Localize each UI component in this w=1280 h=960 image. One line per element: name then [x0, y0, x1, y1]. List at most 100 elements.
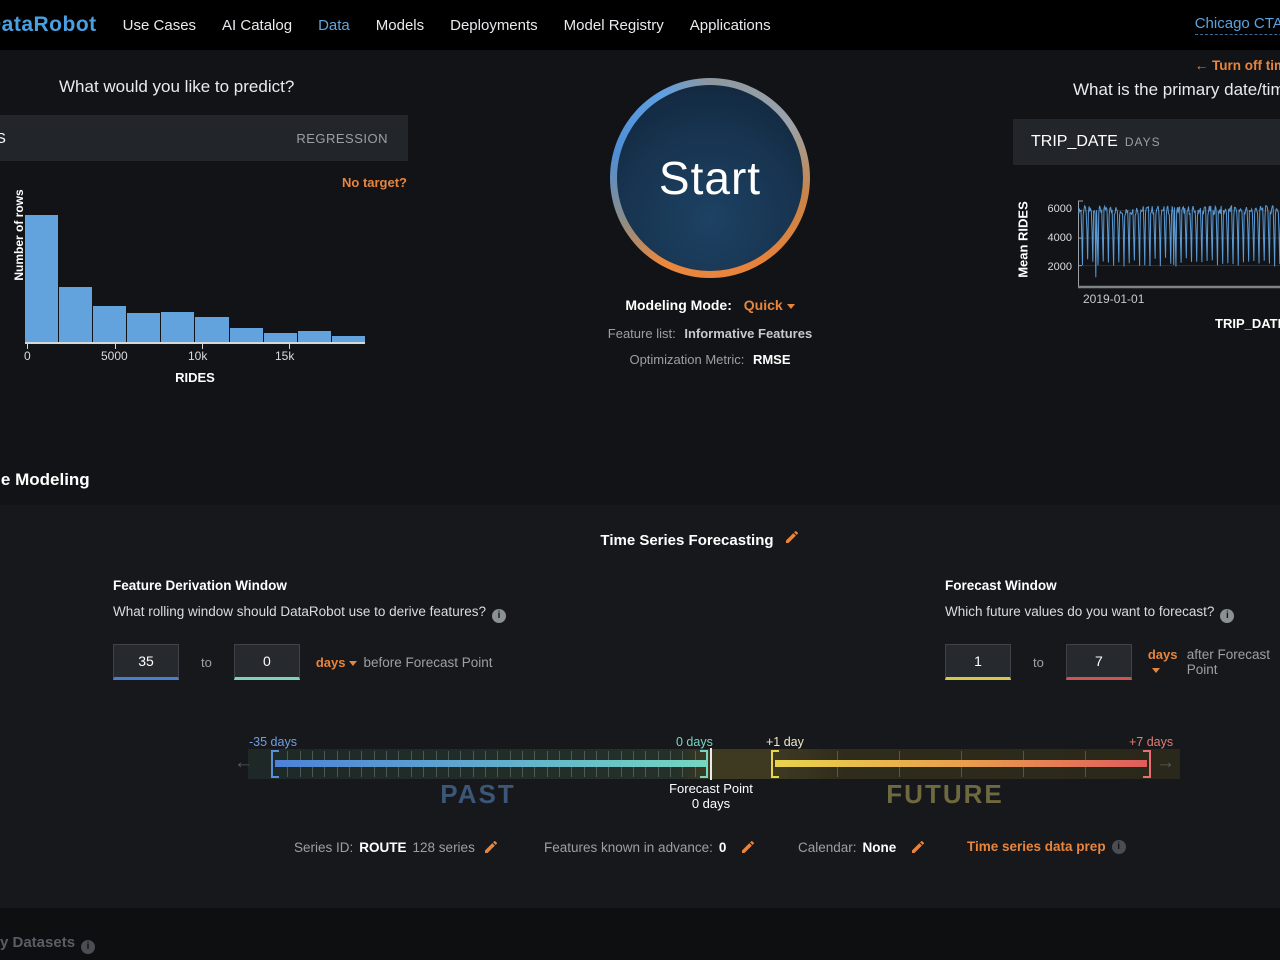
histogram-bar: [127, 313, 161, 342]
nav-item-models[interactable]: Models: [375, 16, 425, 34]
nav-item-data[interactable]: Data: [318, 16, 350, 34]
metric-value[interactable]: RMSE: [752, 352, 791, 367]
features-known-setting: Features known in advance: 0: [544, 839, 756, 855]
chevron-down-icon: [349, 660, 358, 666]
features-known-value: 0: [718, 839, 727, 855]
fdw-from-input[interactable]: [113, 644, 179, 680]
nav-item-use-cases[interactable]: Use Cases: [122, 16, 197, 34]
series-id-setting: Series ID: ROUTE 128 series: [294, 839, 499, 855]
info-icon[interactable]: [1111, 839, 1126, 854]
left-arrow-icon: ←: [1194, 58, 1212, 73]
timeline-plus7-label: +7 days: [1129, 735, 1174, 749]
series-chart-x-tick: 2019-01-01: [1083, 292, 1145, 306]
histogram-tick: [27, 344, 28, 349]
series-chart-x-label: TRIP_DATE: [1215, 316, 1280, 331]
timeline-zero-label: 0 days: [676, 735, 713, 749]
histogram-bar: [195, 317, 229, 342]
histogram-tick-label: 15k: [275, 349, 295, 363]
past-watermark: PAST: [440, 779, 516, 809]
timeline-plus1-label: +1 day: [766, 735, 804, 749]
fdw-unit-dropdown[interactable]: days: [316, 655, 358, 670]
turn-off-time-aware-link[interactable]: ← Turn off time-aware modeling: [1194, 58, 1280, 73]
nav-item-model-registry[interactable]: Model Registry: [563, 16, 664, 34]
fw-to-word: to: [1033, 654, 1044, 670]
calendar-label: Calendar:: [798, 839, 857, 855]
histogram-y-axis-label: Number of rows: [12, 189, 26, 281]
fw-to-input[interactable]: [1065, 644, 1132, 680]
features-known-label: Features known in advance:: [544, 839, 713, 855]
edit-features-known-icon[interactable]: [740, 839, 756, 855]
histogram-x-axis: [25, 342, 365, 344]
forecasting-panel-title: Time Series Forecasting: [480, 529, 920, 549]
info-icon[interactable]: [1220, 609, 1235, 623]
feature-list-label: Feature list:: [607, 326, 676, 341]
start-button-inner: Start: [617, 85, 803, 271]
nav-item-ai-catalog[interactable]: AI Catalog: [222, 16, 293, 34]
no-target-link[interactable]: No target?: [342, 175, 407, 190]
target-type-badge: REGRESSION: [296, 130, 388, 146]
calendar-setting: Calendar: None: [798, 839, 926, 855]
histogram-tick-label: 10k: [188, 349, 208, 363]
forecast-point-label: Forecast Point 0 days: [669, 781, 753, 811]
fw-title: Forecast Window: [945, 578, 1057, 593]
fdw-to-word: to: [201, 654, 212, 670]
project-name-link[interactable]: Chicago CTA Bus: [1194, 15, 1280, 35]
nav-item-deployments[interactable]: Deployments: [450, 16, 538, 34]
modeling-mode-row: Modeling Mode: Quick: [470, 297, 950, 313]
edit-forecasting-icon[interactable]: [784, 529, 800, 545]
series-chart-ytick-6000: 6000: [1047, 203, 1072, 215]
target-feature-bar[interactable]: RIDES REGRESSION: [0, 115, 408, 161]
nav-item-applications[interactable]: Applications: [689, 16, 771, 34]
fdw-title: Feature Derivation Window: [113, 578, 287, 593]
date-question: What is the primary date/time feature?: [1073, 80, 1280, 99]
fw-suffix: after Forecast Point: [1186, 647, 1271, 677]
time-modeling-panel: [0, 505, 1280, 910]
time-modeling-section-title: Time Modeling: [0, 470, 90, 489]
date-feature-name: TRIP_DATE: [1031, 133, 1118, 150]
edit-calendar-icon[interactable]: [910, 839, 926, 855]
histogram-bar: [161, 312, 195, 342]
modeling-mode-label: Modeling Mode:: [625, 297, 732, 313]
start-button-label: Start: [658, 152, 762, 204]
bottom-section: [0, 908, 1280, 960]
future-watermark: FUTURE: [886, 779, 1004, 809]
target-name: RIDES: [0, 129, 6, 147]
date-feature-unit: DAYS: [1124, 135, 1161, 149]
histogram-bar: [25, 215, 59, 342]
histogram-tick-label: 5000: [101, 349, 128, 363]
future-left-bracket[interactable]: [771, 750, 779, 778]
fdw-to-input[interactable]: [233, 644, 300, 680]
predict-question: What would you like to predict?: [59, 77, 295, 96]
chevron-down-icon: [1151, 668, 1160, 674]
histogram-tick: [289, 344, 290, 349]
feature-list-value[interactable]: Informative Features: [684, 326, 813, 341]
fdw-suffix: before Forecast Point: [363, 654, 493, 670]
histogram-tick-label: 0: [24, 349, 31, 363]
start-button[interactable]: Start: [610, 78, 810, 278]
date-feature-bar[interactable]: TRIP_DATE DAYS: [1013, 119, 1280, 165]
datarobot-logo[interactable]: DataRobot: [0, 13, 97, 36]
fw-unit-dropdown[interactable]: days: [1148, 647, 1181, 677]
histogram-bar: [229, 328, 263, 342]
series-chart-ytick-2000: 2000: [1047, 261, 1072, 273]
modeling-mode-dropdown[interactable]: Quick: [744, 297, 795, 313]
feature-derivation-window: Feature Derivation Window What rolling w…: [113, 578, 506, 680]
past-left-bracket[interactable]: [271, 750, 279, 778]
timeline-right-arrow-icon: →: [1156, 752, 1175, 773]
series-count: 128 series: [412, 839, 475, 855]
future-right-bracket[interactable]: [1143, 750, 1151, 778]
past-right-bracket[interactable]: [700, 750, 708, 778]
feature-list-row: Feature list: Informative Features: [470, 326, 950, 341]
edit-series-id-icon[interactable]: [483, 839, 499, 855]
info-icon[interactable]: [81, 940, 96, 954]
time-series-data-prep-link[interactable]: Time series data prep: [967, 839, 1126, 854]
forecast-window-bar[interactable]: [775, 760, 1147, 767]
histogram-tick: [115, 344, 116, 349]
chevron-down-icon: [786, 303, 795, 309]
derivation-window-bar[interactable]: [275, 760, 707, 767]
fw-from-input[interactable]: [945, 644, 1011, 680]
fw-question: Which future values do you want to forec…: [945, 604, 1280, 623]
info-icon[interactable]: [491, 609, 506, 623]
series-chart-ytick-4000: 4000: [1047, 232, 1072, 244]
series-id-value: ROUTE: [359, 839, 407, 855]
